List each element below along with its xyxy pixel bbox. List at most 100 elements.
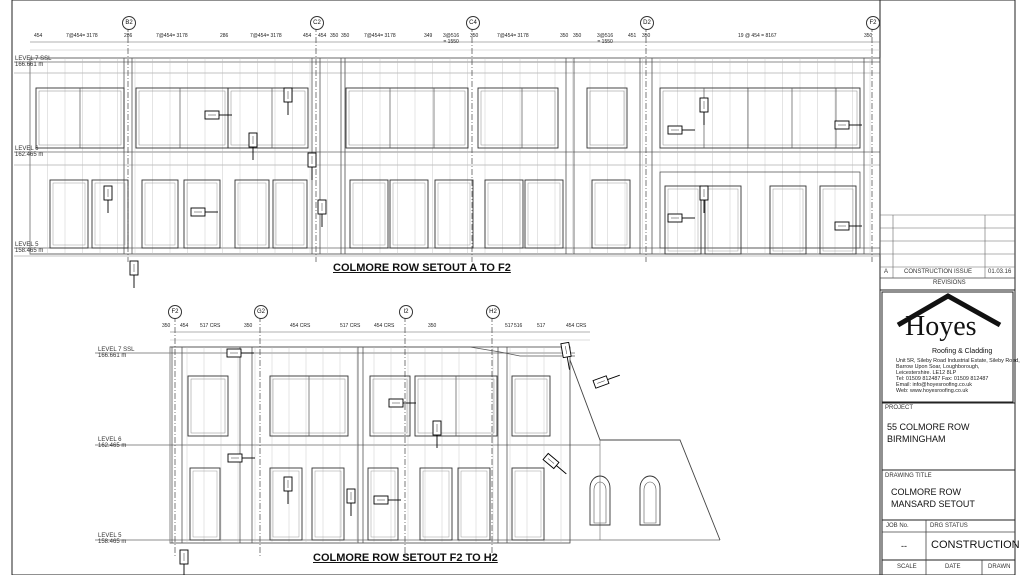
door-panel [183, 179, 221, 249]
door-panel [367, 467, 399, 541]
panel-reference-tag [248, 132, 258, 160]
dimension-text: 3@516 = 1550 [597, 33, 614, 45]
dimension-text: 7@454= 3178 [156, 33, 188, 39]
door-panel [349, 179, 389, 249]
dimension-text: 454 CRS [566, 323, 587, 329]
dimension-text: 3@516 = 1550 [443, 33, 460, 45]
revision-description: CONSTRUCTION ISSUE [904, 269, 973, 275]
panel-reference-tag [560, 341, 572, 370]
panel-reference-tag [667, 213, 695, 223]
door-panel [389, 179, 429, 249]
roof-logo-icon [896, 293, 1002, 328]
elevation-a-to-f2 [14, 26, 881, 288]
panel-reference-tag [317, 199, 327, 227]
door-panel [269, 467, 303, 541]
door-panel [311, 467, 345, 541]
door-panel [457, 467, 491, 541]
dimension-text: 350 [642, 33, 651, 39]
dimension-text: 517 [505, 323, 514, 329]
window-upper [227, 87, 309, 149]
door-panel [419, 467, 453, 541]
panel-reference-tag [283, 87, 293, 115]
panel-reference-tag [129, 260, 139, 288]
panel-reference-tag [834, 221, 862, 231]
dimension-text: 286 [124, 33, 133, 39]
window-upper [659, 87, 861, 149]
door-panel [141, 179, 179, 249]
project-line-1: 55 COLMORE ROW [887, 422, 970, 432]
drg-status-value: CONSTRUCTION [931, 539, 1020, 551]
dimension-text: 454 [180, 323, 189, 329]
door-panel [819, 185, 857, 255]
dimension-text: 7@454= 3178 [364, 33, 396, 39]
panel-reference-tag [699, 185, 709, 213]
grid-bubble: C2 [310, 16, 324, 30]
scale-label: SCALE [897, 564, 917, 570]
company-logo-text: Hoyes [905, 311, 977, 342]
door-panel [189, 467, 221, 541]
panel-reference-tag [373, 495, 401, 505]
grid-bubble: D2 [640, 16, 654, 30]
job-number-label: JOB No. [886, 523, 909, 529]
grid-bubble: B2 [122, 16, 136, 30]
door-panel [591, 179, 631, 249]
panel-reference-tag [204, 110, 232, 120]
drawing-title-line-2: MANSARD SETOUT [891, 499, 975, 509]
arched-window [639, 475, 661, 526]
window-upper [187, 375, 229, 437]
drawing-title-line-1: COLMORE ROW [891, 487, 962, 497]
grid-bubble: C4 [466, 16, 480, 30]
revision-letter: A [884, 269, 889, 275]
dimension-text: 454 CRS [290, 323, 311, 329]
grid-bubble: F2 [168, 305, 182, 319]
panel-reference-tag [388, 398, 416, 408]
dimension-text: 350 [470, 33, 479, 39]
drawn-label: DRAWN [988, 564, 1011, 570]
drawing-title-upper: COLMORE ROW SETOUT A TO F2 [333, 262, 511, 274]
window-upper [369, 375, 411, 437]
panel-reference-tag [190, 207, 218, 217]
panel-reference-tag [227, 453, 255, 463]
door-panel [769, 185, 807, 255]
panel-reference-tag [834, 120, 862, 130]
door-panel [511, 467, 545, 541]
drawing-title-label: DRAWING TITLE [885, 473, 932, 479]
door-panel [434, 179, 474, 249]
dimension-text: 454 [318, 33, 327, 39]
door-panel [49, 179, 89, 249]
dimension-text: 454 CRS [374, 323, 395, 329]
company-tagline: Roofing & Cladding [932, 348, 993, 355]
door-panel [91, 179, 129, 249]
panel-reference-tag [283, 476, 293, 504]
dimension-text: 349 [424, 33, 433, 39]
dimension-text: 350 [560, 33, 569, 39]
dimension-text: 454 [34, 33, 43, 39]
sheet-border [11, 0, 1016, 575]
dimension-text: 350 [428, 323, 437, 329]
dimension-text: 350 [864, 33, 873, 39]
panel-reference-tag [592, 374, 620, 389]
dimension-text: 350 [162, 323, 171, 329]
arched-window [589, 475, 611, 526]
title-block [880, 214, 1015, 575]
door-panel [704, 185, 742, 255]
panel-reference-tag [226, 348, 254, 358]
panel-reference-tag [179, 549, 189, 575]
dimension-text: 517 CRS [200, 323, 221, 329]
dimension-text: 350 [573, 33, 582, 39]
door-panel [664, 185, 702, 255]
window-upper [345, 87, 469, 149]
dimension-text: 19 @ 454 = 8167 [738, 33, 777, 39]
panel-reference-tag [667, 125, 695, 135]
panel-reference-tag [542, 452, 567, 475]
date-label: DATE [945, 564, 961, 570]
dimension-text: 350 [330, 33, 339, 39]
drg-status-label: DRG STATUS [930, 523, 968, 529]
drawing-title-lower: COLMORE ROW SETOUT F2 TO H2 [313, 552, 498, 564]
dimension-text: 350 [341, 33, 350, 39]
dimension-text: 517 [537, 323, 546, 329]
